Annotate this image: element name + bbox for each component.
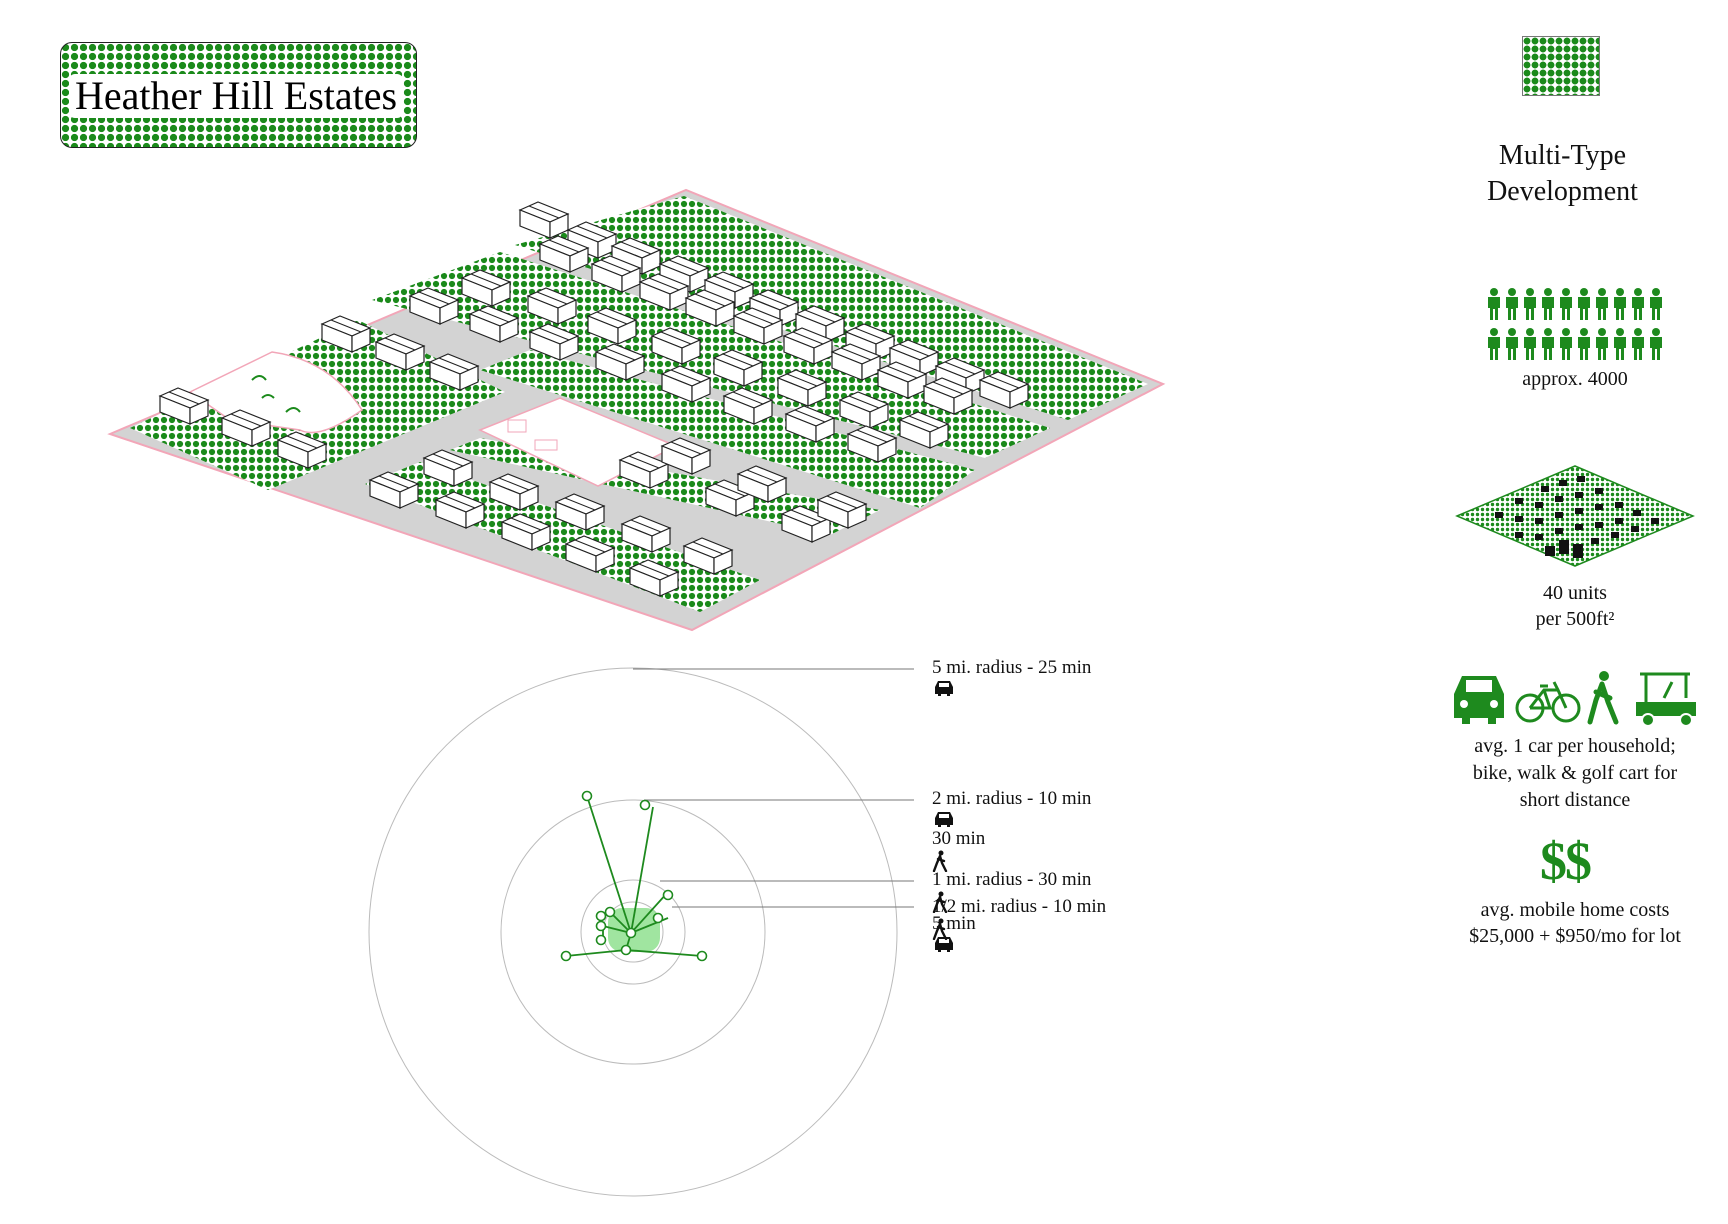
pedestrian-icon — [932, 850, 948, 872]
density-label-line2: per 500ft² — [1535, 608, 1615, 630]
radius-diagram — [368, 667, 914, 1197]
transport-label-line1: avg. 1 car per household; — [1474, 735, 1676, 757]
radius-label-2mi: 2 mi. radius - 10 min 30 min — [932, 788, 1091, 872]
page-title: Heather Hill Estates — [69, 74, 404, 118]
pedestrian-icon — [1587, 671, 1619, 725]
development-type-label: Multi-Type Development — [1487, 140, 1638, 207]
density-label-line1: 40 units — [1543, 582, 1607, 604]
open-space — [188, 351, 364, 434]
population-label: approx. 4000 — [1522, 368, 1628, 390]
transport-label-line2: bike, walk & golf cart for — [1472, 762, 1678, 784]
radius-ring-5mi — [368, 667, 898, 1197]
golf-cart-icon — [1636, 672, 1696, 727]
car-icon — [1454, 676, 1504, 724]
population-icon-grid — [1488, 288, 1662, 370]
car-icon — [935, 812, 953, 827]
car-icon — [935, 937, 953, 952]
lot-block — [480, 350, 975, 508]
pedestrian-icon — [932, 891, 948, 913]
car-icon — [935, 681, 953, 696]
site-plan-diagram — [107, 188, 1166, 632]
transport-label-line3: short distance — [1519, 789, 1631, 811]
cost-label-line2: $25,000 + $950/mo for lot — [1469, 925, 1681, 947]
radius-label-halfmi: 1/2 mi. radius - 10 min — [932, 896, 1106, 940]
radius-ring-2mi — [500, 799, 766, 1065]
title-banner: Heather Hill Estates — [60, 42, 417, 148]
radius-ring-1mi — [580, 879, 686, 985]
cost-label-line1: avg. mobile home costs — [1480, 899, 1670, 921]
development-swatch — [1522, 36, 1600, 96]
amenity-nodes — [560, 790, 708, 962]
radius-label-5mi: 5 mi. radius - 25 min — [932, 657, 1091, 697]
bicycle-icon — [1515, 681, 1581, 723]
pedestrian-icon — [932, 918, 948, 940]
cost-symbol: $$ — [1540, 831, 1592, 891]
density-icon — [1455, 465, 1695, 567]
transport-icon-row — [1454, 671, 1696, 727]
lot-block — [515, 196, 1148, 420]
